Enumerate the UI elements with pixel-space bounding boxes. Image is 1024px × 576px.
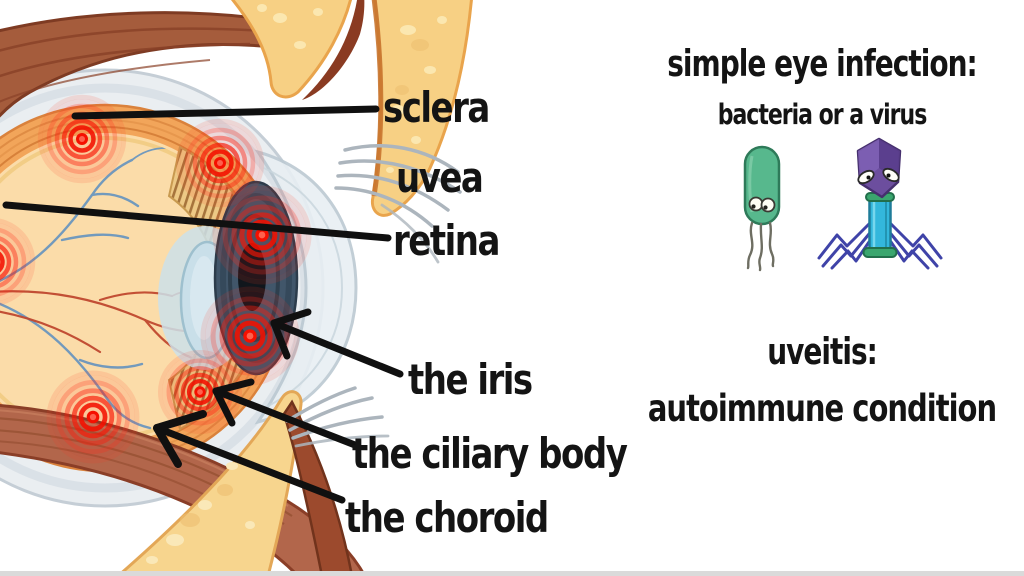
label-uvea: uvea: [396, 154, 484, 204]
virus-head: [856, 137, 902, 199]
label-sclera: sclera: [383, 84, 490, 134]
uveitis-note-subtitle: autoimmune condition: [647, 386, 997, 431]
iris-arrow: [270, 308, 404, 378]
label-choroid: the choroid: [345, 494, 549, 544]
eye-cross-section-illustration: [0, 0, 473, 576]
inflammation-spot: [40, 97, 124, 181]
inflammation-spot: [215, 188, 309, 282]
virus-body: [868, 198, 892, 252]
bacterium-flagella: [746, 221, 775, 272]
uveitis-note-title: uveitis:: [767, 330, 878, 373]
upper-orbital-bone: [230, 0, 473, 217]
inflammation-spot: [49, 373, 137, 461]
pointer-lines: [2, 105, 404, 504]
ciliary-body-arrow: [212, 378, 359, 449]
sclera-pointer-line: [71, 105, 380, 120]
upper-eyelashes: [334, 144, 462, 264]
upper-eyelid-fold: [302, 0, 365, 100]
bacteriophage-virus-icon: [817, 137, 943, 270]
retina-pointer-line: [2, 201, 392, 242]
bacterium-icon: [743, 145, 781, 272]
label-retina: retina: [393, 217, 500, 267]
label-ciliary-body: the ciliary body: [352, 430, 628, 480]
infection-note-title: simple eye infection:: [667, 42, 977, 85]
microbe-icons: [743, 137, 943, 272]
label-iris: the iris: [408, 356, 533, 406]
infection-note-subtitle: bacteria or a virus: [717, 99, 928, 132]
virus-legs: [817, 222, 943, 270]
choroid-arrow: [153, 410, 346, 504]
bottom-edge-bar: [0, 571, 1024, 576]
